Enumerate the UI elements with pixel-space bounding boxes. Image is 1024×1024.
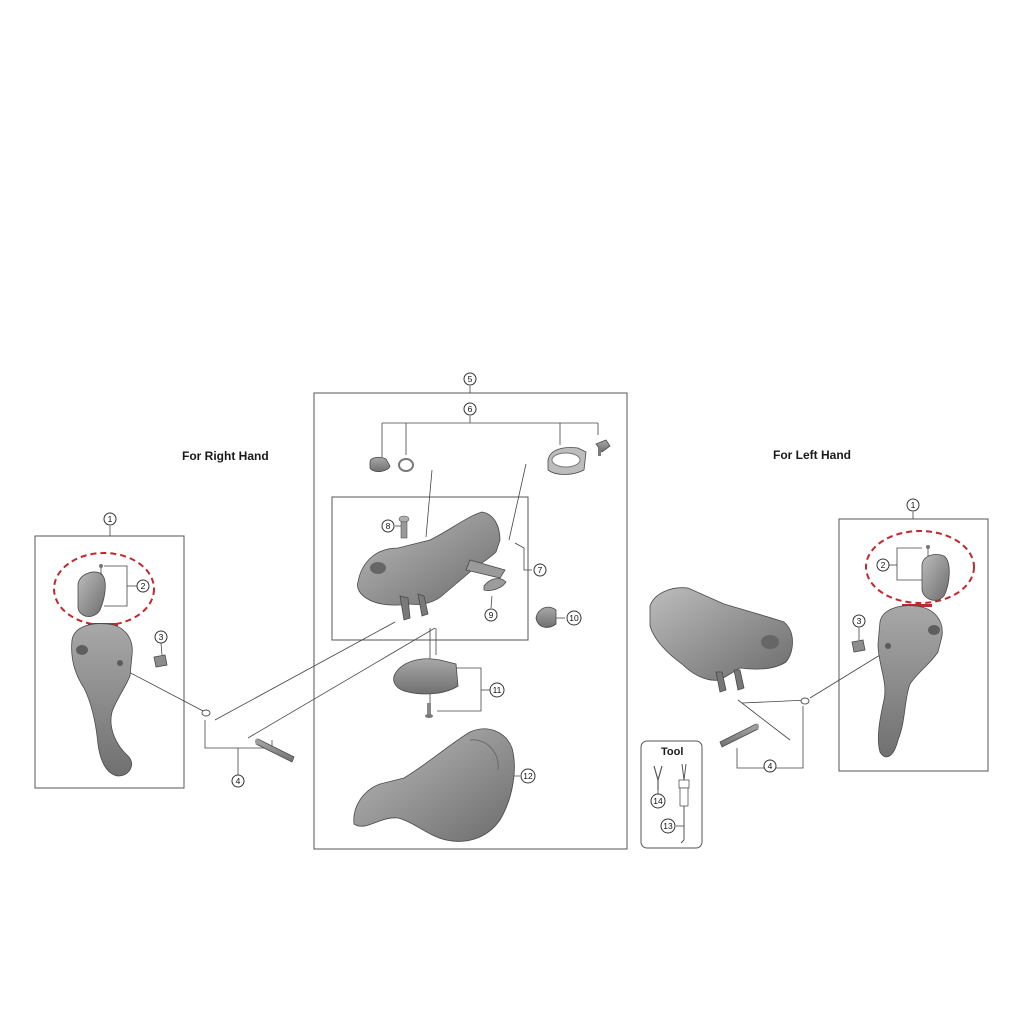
callout-1-left: 1 <box>906 498 920 512</box>
svg-text:1: 1 <box>911 500 916 510</box>
callout-2-left: 2 <box>876 558 890 572</box>
svg-text:4: 4 <box>236 776 241 786</box>
callout-14: 14 <box>650 793 666 809</box>
svg-text:12: 12 <box>523 771 533 781</box>
leader-lines <box>104 386 922 827</box>
highlight-oval-left <box>865 530 975 604</box>
callout-1-right: 1 <box>103 512 117 526</box>
callout-7: 7 <box>533 563 547 577</box>
left-hand-frame <box>838 518 989 772</box>
callout-11: 11 <box>489 682 505 698</box>
svg-text:1: 1 <box>108 514 113 524</box>
callout-2-right: 2 <box>136 579 150 593</box>
callout-4-left: 4 <box>763 759 777 773</box>
callout-12: 12 <box>520 768 536 784</box>
svg-text:2: 2 <box>141 581 146 591</box>
callout-9: 9 <box>484 608 498 622</box>
svg-text:14: 14 <box>653 796 663 806</box>
callout-8: 8 <box>381 519 395 533</box>
callout-3-right: 3 <box>154 630 168 644</box>
svg-text:5: 5 <box>468 374 473 384</box>
svg-text:2: 2 <box>881 560 886 570</box>
svg-text:8: 8 <box>386 521 391 531</box>
callout-13: 13 <box>660 818 676 834</box>
highlight-oval-right <box>53 552 155 626</box>
svg-text:3: 3 <box>159 632 164 642</box>
svg-text:3: 3 <box>857 616 862 626</box>
left-bracket-body <box>649 587 793 693</box>
right-hand-frame <box>34 535 185 789</box>
svg-text:13: 13 <box>663 821 673 831</box>
svg-text:6: 6 <box>468 404 473 414</box>
callout-6: 6 <box>463 402 477 416</box>
svg-text:11: 11 <box>493 685 502 695</box>
right-shifter-lever <box>71 564 168 777</box>
svg-text:7: 7 <box>538 565 543 575</box>
callout-4-right: 4 <box>231 774 245 788</box>
svg-text:9: 9 <box>489 610 494 620</box>
left-pin-part <box>719 697 810 748</box>
svg-text:4: 4 <box>768 761 773 771</box>
tool-label: Tool <box>661 746 684 758</box>
svg-text:10: 10 <box>569 613 579 623</box>
left-hand-label: For Left Hand <box>773 448 851 462</box>
right-pin-part <box>201 709 295 763</box>
callout-10: 10 <box>566 610 582 626</box>
center-bracket-parts <box>353 439 611 842</box>
center-assembly-frame <box>313 392 628 850</box>
right-hand-label: For Right Hand <box>182 449 269 463</box>
tool-items <box>653 763 690 844</box>
tool-frame <box>640 740 703 849</box>
left-shifter-lever <box>851 545 950 758</box>
callout-5: 5 <box>463 372 477 386</box>
callout-3-left: 3 <box>852 614 866 628</box>
